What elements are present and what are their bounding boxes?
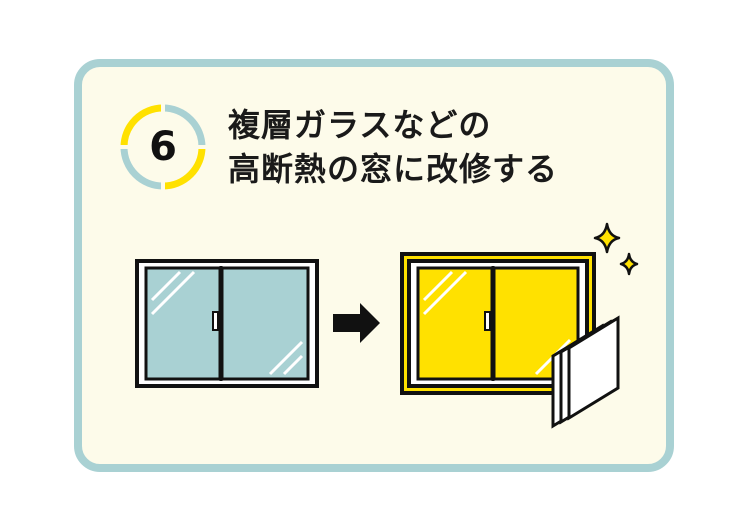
sparkle-icon (593, 222, 621, 254)
ring-segment-top-left (120, 104, 164, 148)
step-title: 複層ガラスなどの 高断熱の窓に改修する (228, 103, 558, 191)
step-title-line1: 複層ガラスなどの (228, 106, 492, 144)
step-badge-ring (118, 102, 208, 192)
step-number: 6 (149, 124, 177, 170)
single-glazed-window-icon (135, 259, 319, 388)
step-title-line2: 高断熱の窓に改修する (228, 150, 559, 188)
ring-segment-bottom-right (162, 146, 206, 190)
sparkle-icon-small (619, 252, 639, 276)
multi-layer-glass-icon (551, 315, 620, 429)
ring-segment-top-right (162, 104, 206, 148)
right-arrow-icon (333, 303, 380, 343)
ring-segment-bottom-left (120, 146, 164, 190)
